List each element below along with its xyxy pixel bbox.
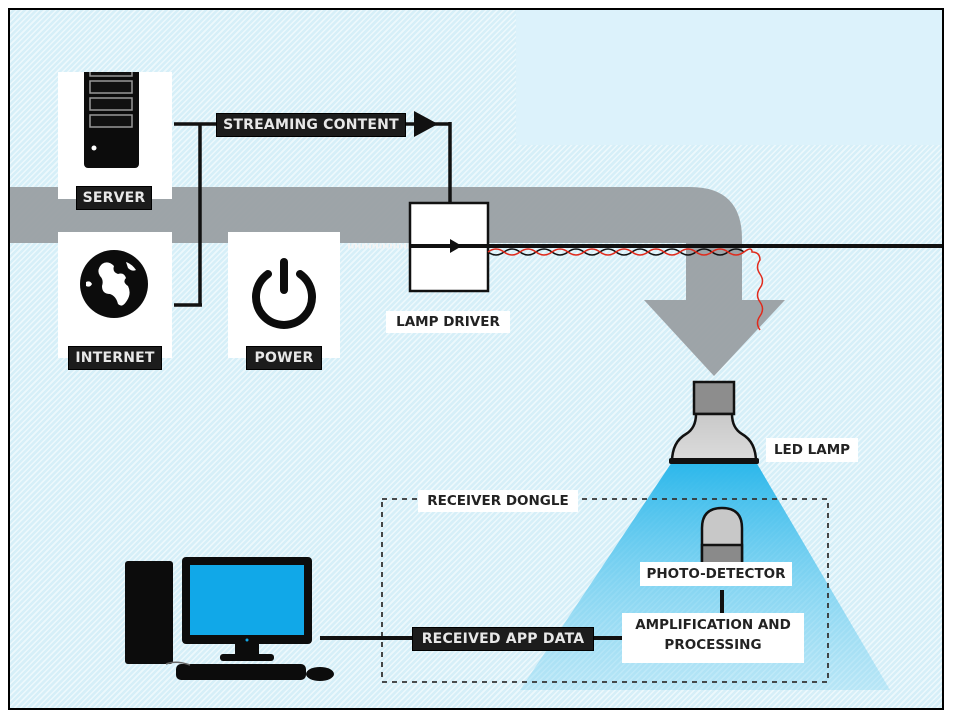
- streaming-content-label: STREAMING CONTENT: [216, 113, 406, 137]
- received-app-data-label: RECEIVED APP DATA: [412, 627, 594, 651]
- amplification-processing-label: AMPLIFICATION AND PROCESSING: [622, 613, 804, 663]
- server-label: SERVER: [76, 186, 152, 210]
- receiver-dongle-box: [381, 498, 829, 683]
- streaming-arrow-icon: [414, 111, 438, 137]
- lamp-driver-label: LAMP DRIVER: [386, 311, 510, 333]
- background-panel: [516, 10, 942, 145]
- power-icon: [252, 258, 316, 329]
- server-card[interactable]: [58, 72, 172, 199]
- globe-icon: [80, 250, 148, 318]
- photo-detector-label: PHOTO-DETECTOR: [640, 562, 792, 586]
- diagram-frame: SERVER INTERNET POWER STREAMING CONTENT …: [8, 8, 944, 710]
- amplification-line1: AMPLIFICATION AND: [635, 617, 791, 633]
- server-icon: [84, 72, 139, 168]
- led-lamp-label: LED LAMP: [766, 438, 858, 462]
- led-lamp-icon[interactable]: [669, 380, 759, 464]
- driver-arrow-icon: [450, 239, 462, 253]
- internet-card[interactable]: [58, 232, 172, 358]
- power-card[interactable]: [228, 232, 340, 358]
- power-label: POWER: [246, 346, 322, 370]
- amplification-line2: PROCESSING: [664, 637, 762, 653]
- power-flow-band: [10, 187, 785, 376]
- internet-label: INTERNET: [68, 346, 162, 370]
- photo-detector-icon: [700, 506, 744, 572]
- modulated-signal-red: [487, 248, 764, 331]
- receiver-dongle-label: RECEIVER DONGLE: [418, 490, 578, 512]
- desktop-computer-icon[interactable]: [125, 557, 334, 681]
